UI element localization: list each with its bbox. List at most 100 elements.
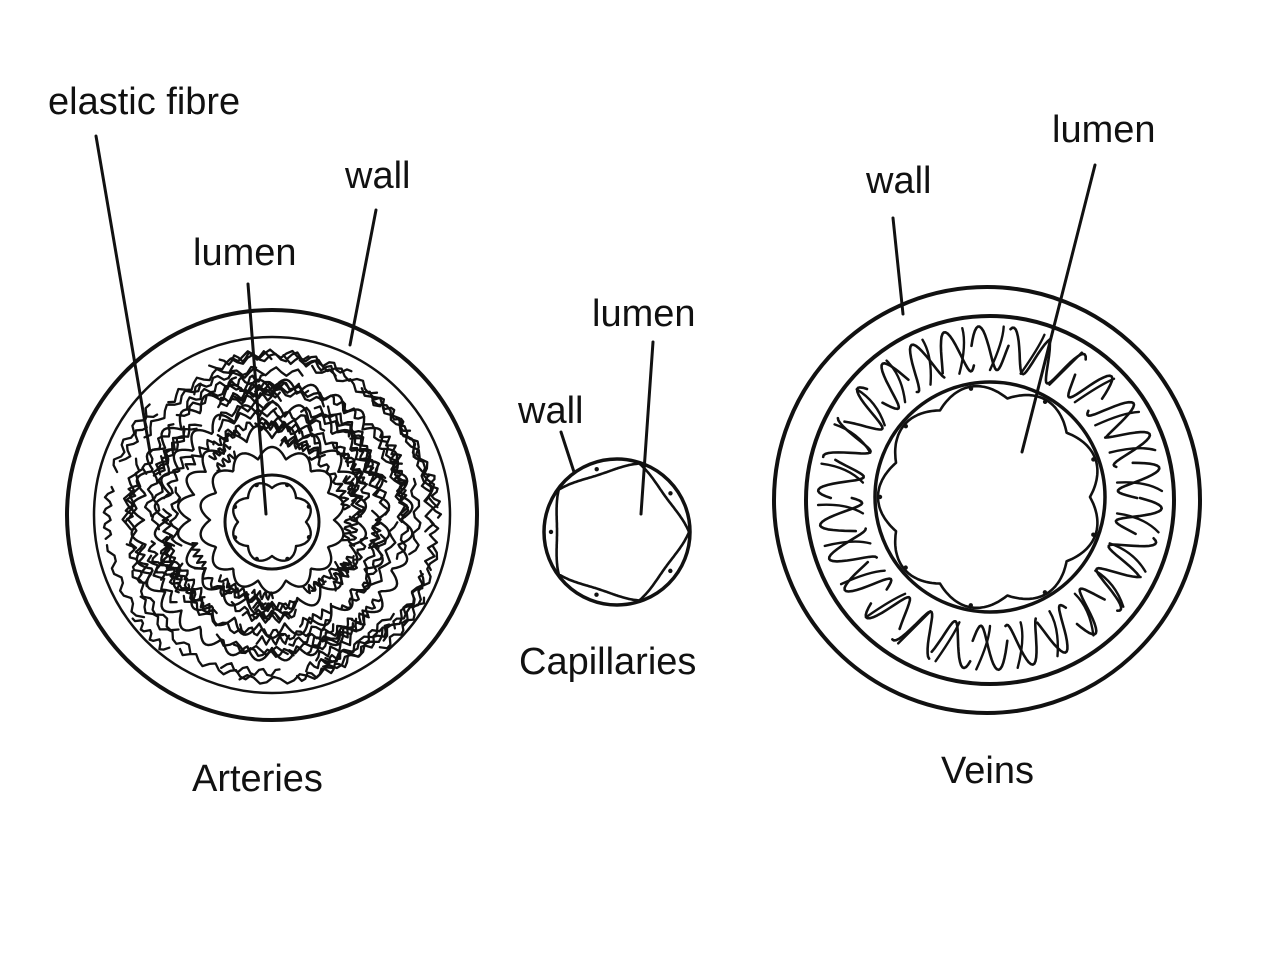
arteries-title: Arteries xyxy=(192,758,323,800)
elastic-fibre xyxy=(348,477,366,518)
vein-elastic-fibre xyxy=(1004,617,1038,666)
capillary-wall-label: wall xyxy=(517,390,583,432)
vein-elastic-fibre xyxy=(1116,461,1161,500)
cell-nucleus xyxy=(903,565,908,570)
artery-outer-wall xyxy=(65,308,479,722)
vein-elastic-fibre xyxy=(855,388,886,427)
vein-elastic-fibre xyxy=(975,624,992,671)
elastic-fibre xyxy=(221,582,267,607)
vein-elastic-fibre xyxy=(1094,410,1141,427)
muscle-ring xyxy=(153,400,391,640)
capillary-lumen-pointer xyxy=(639,340,655,516)
elastic-fibre xyxy=(305,649,344,673)
vein-elastic-fibre xyxy=(821,416,872,459)
vein-elastic-fibre xyxy=(1094,569,1125,608)
vein-lumen-label: lumen xyxy=(1052,109,1156,151)
elastic-fibre xyxy=(217,574,250,598)
vein-elastic-fibre xyxy=(970,325,1010,372)
vein-elastic-fibre xyxy=(816,458,865,500)
elastic-fibre xyxy=(143,382,202,439)
elastic-fibre xyxy=(193,365,258,396)
vein-elastic-fibre xyxy=(864,592,907,619)
vein-elastic-fibre xyxy=(839,569,886,586)
elastic-fibre xyxy=(382,569,425,642)
lumen-endothelium xyxy=(232,482,312,562)
artery-elastic-fibre-label: elastic fibre xyxy=(48,81,240,123)
elastic-fibre xyxy=(273,425,321,445)
elastic-fibre xyxy=(251,588,274,601)
elastic-fibre xyxy=(426,473,443,519)
vein-elastic-fibre xyxy=(1115,481,1164,493)
elastic-fibre xyxy=(161,508,176,547)
elastic-fibre xyxy=(230,348,310,363)
vein-wall-label: wall xyxy=(865,160,931,202)
elastic-fibre xyxy=(380,449,407,524)
cell-nucleus xyxy=(232,504,238,509)
vein-elastic-fibres xyxy=(816,325,1164,672)
elastic-fibre xyxy=(216,450,237,472)
elastic-fibre xyxy=(311,617,354,646)
vein-wall-inner-edge xyxy=(804,314,1176,686)
elastic-fibre xyxy=(276,618,332,642)
vein-elastic-fibre xyxy=(1103,430,1152,469)
elastic-fibre xyxy=(379,431,403,465)
elastic-fibre xyxy=(147,540,167,581)
cell-nucleus xyxy=(254,556,259,562)
elastic-fibre xyxy=(217,407,278,432)
elastic-fibre xyxy=(102,485,115,540)
elastic-fibre xyxy=(255,634,291,646)
cell-nucleus xyxy=(1042,590,1048,595)
elastic-fibre xyxy=(305,622,355,656)
vein-elastic-fibre xyxy=(958,327,966,375)
vein-elastic-fibre xyxy=(1048,610,1060,658)
artery-lumen-pointer xyxy=(246,282,268,516)
elastic-fibre xyxy=(126,468,144,549)
artery-lumen-label: lumen xyxy=(193,232,297,274)
vein-elastic-fibre xyxy=(1075,587,1106,636)
elastic-fibre xyxy=(139,595,192,654)
cell-nucleus xyxy=(668,568,673,574)
elastic-fibre xyxy=(184,438,214,471)
elastic-fibre xyxy=(298,602,333,628)
artery-lumen-edge xyxy=(223,473,321,571)
vein-elastic-fibre xyxy=(1067,373,1114,400)
elastic-fibre xyxy=(105,543,146,619)
elastic-fibre xyxy=(238,380,301,392)
elastic-fibre xyxy=(131,569,180,632)
elastic-fibre xyxy=(254,420,290,433)
vein-elastic-fibre xyxy=(988,325,1005,372)
artery-wall-label: wall xyxy=(344,155,410,197)
elastic-fibre xyxy=(230,600,281,620)
elastic-fibre xyxy=(254,387,325,408)
elastic-fibre xyxy=(285,351,353,374)
elastic-fibre xyxy=(249,382,325,401)
elastic-fibre xyxy=(367,521,382,549)
cell-nucleus xyxy=(232,535,238,540)
cell-nucleus xyxy=(1091,457,1096,462)
elastic-fibre xyxy=(308,455,343,486)
vein-elastic-fibre xyxy=(891,610,934,660)
veins-title: Veins xyxy=(941,750,1034,792)
vein-elastic-fibre xyxy=(1036,603,1069,654)
elastic-fibre xyxy=(423,520,440,572)
elastic-fibre xyxy=(322,623,398,670)
cell-nucleus xyxy=(594,592,599,597)
elastic-fibre xyxy=(371,399,430,478)
vein-elastic-fibre xyxy=(1073,377,1116,404)
vein-elastic-fibre xyxy=(823,540,872,548)
cell-nucleus xyxy=(285,556,290,562)
vein-endothelium xyxy=(876,384,1099,610)
elastic-fibre xyxy=(295,661,349,683)
vein-elastic-fibre xyxy=(1115,512,1160,534)
artery-inner-wall-edge xyxy=(92,335,452,695)
capillaries-title: Capillaries xyxy=(519,641,696,683)
artery-cross-section xyxy=(65,308,479,722)
cell-nucleus xyxy=(594,466,599,472)
elastic-fibre xyxy=(146,554,178,604)
elastic-fibre xyxy=(310,560,340,592)
elastic-fibre xyxy=(346,536,369,574)
vein-elastic-fibre xyxy=(1044,339,1087,385)
vein-elastic-fibre xyxy=(921,338,933,386)
vein-endothelial-cells xyxy=(876,384,1099,610)
elastic-fibre xyxy=(220,662,281,677)
